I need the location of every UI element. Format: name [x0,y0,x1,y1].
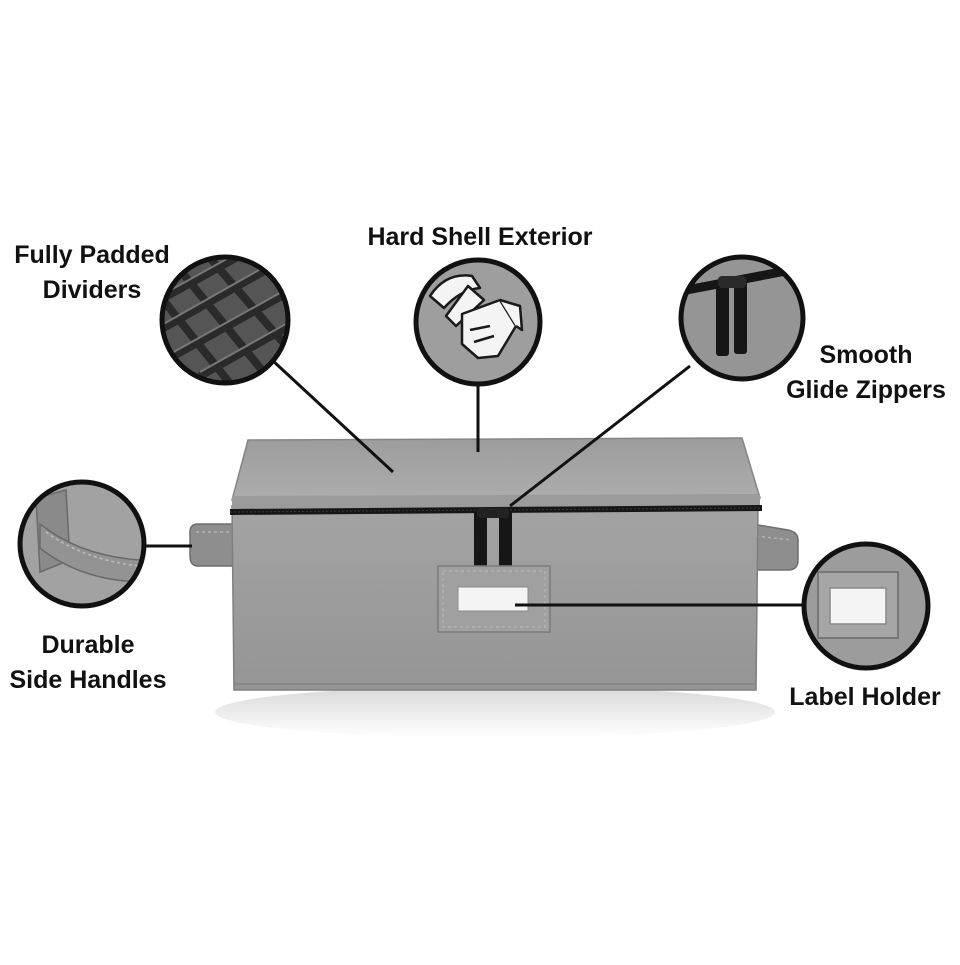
label-line: Smooth [819,341,913,369]
zipper-pull-left [474,510,487,568]
label-line: Dividers [42,276,142,304]
hard-shell-detail-circle [413,257,543,387]
label-line: Label Holder [789,683,941,711]
label-durable-side-handles: Durable Side Handles [2,628,174,698]
storage-box [229,437,763,691]
label-line: Fully Padded [14,241,170,269]
hammer-hand-icon [428,274,524,360]
zipper-detail-circle [678,254,806,382]
label-hard-shell-exterior: Hard Shell Exterior [340,220,620,255]
callout-leader-lines [146,358,805,607]
label-line: Durable [41,631,135,659]
floor-shadow [215,686,775,738]
label-smooth-glide-zippers: Smooth Glide Zippers [776,338,956,408]
label-holder [437,565,551,633]
label-line: Hard Shell Exterior [367,223,593,251]
right-side-handle [751,523,799,571]
label-line: Side Handles [9,666,167,694]
label-holder-detail-circle [801,541,931,671]
zipper-pull-right [499,510,512,568]
handle-detail-circle [17,479,147,609]
left-side-handle [189,523,237,567]
label-label-holder: Label Holder [778,680,952,715]
dividers-detail-circle [159,254,291,386]
label-fully-padded-dividers: Fully Padded Dividers [6,238,178,308]
label-line: Glide Zippers [786,376,946,404]
